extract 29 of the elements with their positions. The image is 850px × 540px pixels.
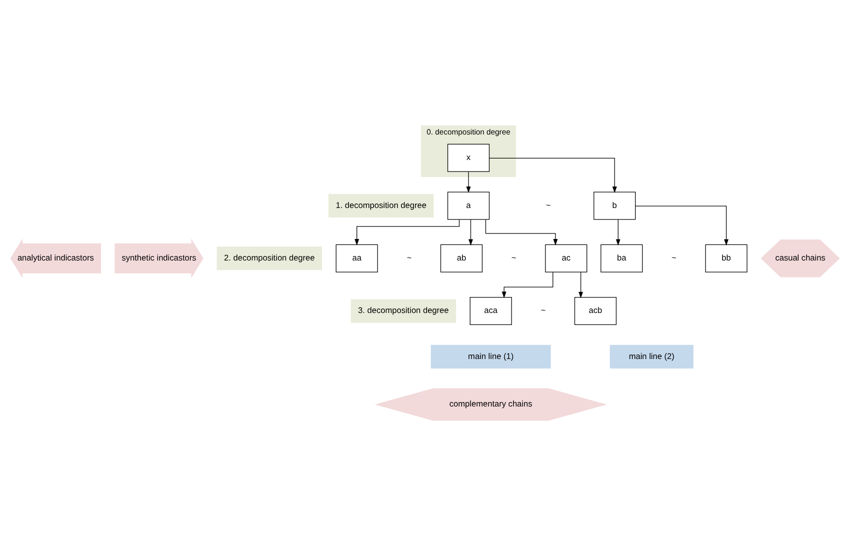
node-box: ba: [600, 244, 643, 272]
node-box: ac: [545, 244, 588, 272]
label: ~: [540, 304, 546, 315]
node-box: bb: [705, 244, 748, 272]
arrow: [466, 170, 471, 192]
node-box: x: [447, 143, 490, 172]
arrow: [489, 157, 617, 192]
node-box: aca: [470, 296, 512, 325]
arrow: [354, 218, 460, 245]
node-box: 3. decomposition degree: [350, 298, 456, 322]
label: ~: [511, 252, 516, 262]
arrow: [635, 205, 729, 246]
node-box: main line (1): [430, 344, 551, 368]
node-box: 1. decomposition degree: [328, 193, 434, 218]
label: ~: [672, 252, 676, 262]
arrow: [616, 218, 620, 246]
label: ~: [546, 199, 551, 210]
arrow: [468, 218, 473, 246]
node-box: b: [594, 191, 636, 220]
node-box: 2. decomposition degree: [216, 246, 322, 270]
node-box: a: [447, 191, 490, 220]
label: ~: [406, 252, 412, 262]
node-box: ab: [440, 244, 483, 272]
arrow: [578, 271, 584, 298]
arrow: [485, 218, 558, 245]
node-box: acb: [574, 296, 617, 325]
node-box: main line (2): [610, 344, 694, 368]
arrow: [502, 271, 554, 298]
node-box: aa: [336, 244, 378, 272]
